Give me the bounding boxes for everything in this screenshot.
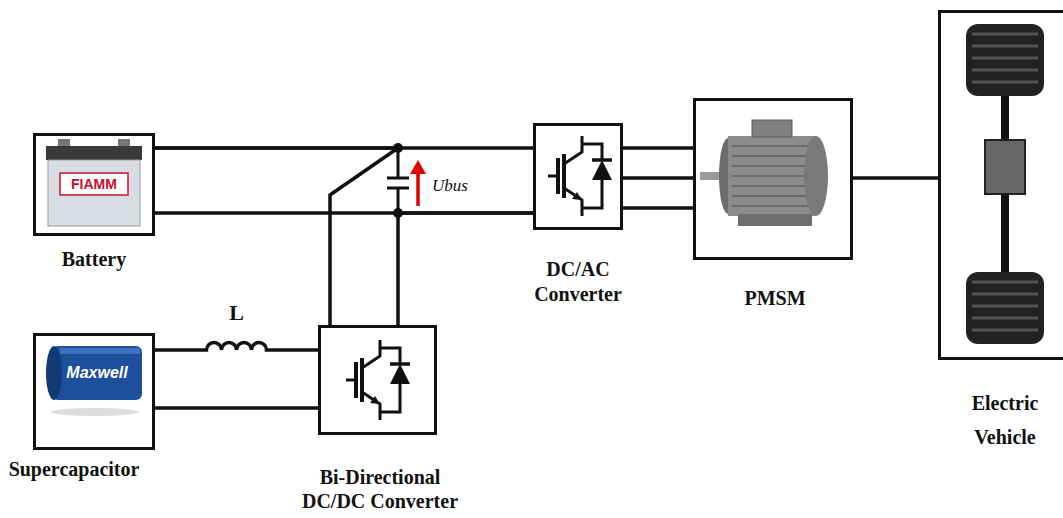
wire xyxy=(398,213,533,325)
node-label: Bi-Directional DC/DC Converter xyxy=(293,465,468,513)
wire xyxy=(155,148,398,325)
igbt-symbol xyxy=(346,340,410,420)
brand-text: FIAMM xyxy=(71,176,117,192)
wire xyxy=(155,148,533,213)
battery-picture xyxy=(46,139,142,226)
wire xyxy=(155,343,318,409)
node-label: Electric Vehicle xyxy=(950,386,1060,454)
supercapacitor-box: Supercapacitor xyxy=(33,333,155,450)
motor-box: PMSM xyxy=(693,98,853,260)
node-label: Supercapacitor xyxy=(0,457,148,481)
voltage-label: Ubus xyxy=(432,176,468,196)
converter-box: Bi-Directional DC/DC Converter xyxy=(318,325,437,435)
node-label: Battery xyxy=(19,247,169,271)
supercapacitor-picture xyxy=(46,346,142,416)
vehicle-box: Electric Vehicle xyxy=(938,10,1063,360)
motor-picture xyxy=(700,120,828,226)
brand-text: Maxwell xyxy=(66,364,127,382)
igbt-symbol xyxy=(548,136,612,216)
node-label: PMSM xyxy=(715,286,835,310)
node-label: DC/AC Converter xyxy=(518,257,638,307)
wire xyxy=(853,178,938,179)
inductor-label: L xyxy=(227,300,246,326)
converter-box: DC/AC Converter xyxy=(533,123,623,230)
vehicle-picture xyxy=(966,24,1044,344)
wire xyxy=(623,148,693,208)
voltage-arrow xyxy=(410,160,426,206)
